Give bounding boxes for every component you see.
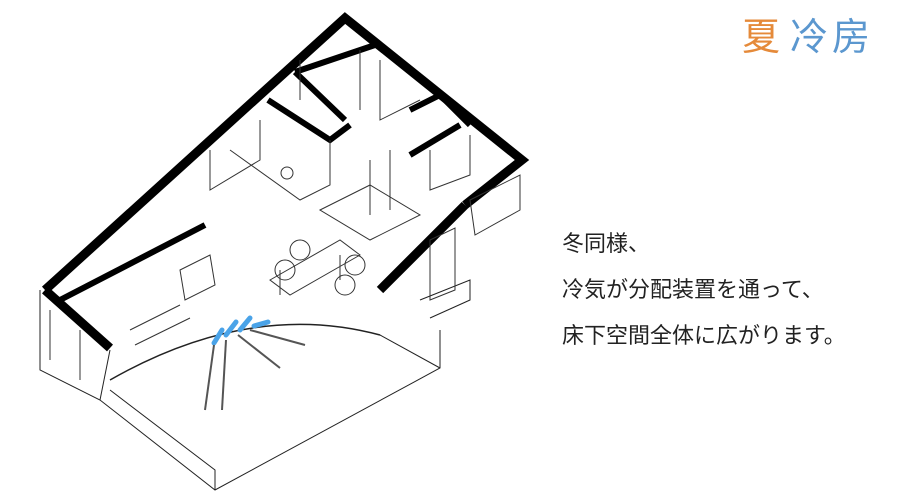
duct-lines	[204, 329, 306, 411]
mode-label: 冷房	[790, 15, 875, 59]
airflow-arrow	[223, 319, 239, 338]
description-line: 床下空間全体に広がります。	[562, 324, 846, 349]
airflow-arrows	[211, 315, 271, 346]
floor-outline	[39, 279, 471, 491]
airflow-arrow	[211, 327, 225, 346]
description-text: 冬同様、 冷気が分配装置を通って、 床下空間全体に広がります。	[562, 222, 846, 360]
outer-walls	[41, 12, 530, 352]
airflow-arrow	[251, 319, 271, 329]
airflow-arrow	[237, 315, 253, 333]
interior-walls	[58, 42, 473, 303]
furniture-lines	[49, 50, 521, 380]
description-line: 冬同様、	[562, 232, 651, 257]
season-label: 夏	[742, 15, 785, 59]
description-line: 冷気が分配装置を通って、	[562, 278, 824, 303]
page-title: 夏冷房	[742, 6, 874, 61]
